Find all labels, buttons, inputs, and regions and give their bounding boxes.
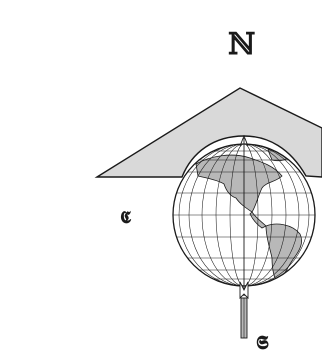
- south-label: 𝕾: [256, 334, 269, 353]
- north-label: ℕ: [228, 30, 255, 60]
- west-label: 𝕮: [120, 210, 131, 227]
